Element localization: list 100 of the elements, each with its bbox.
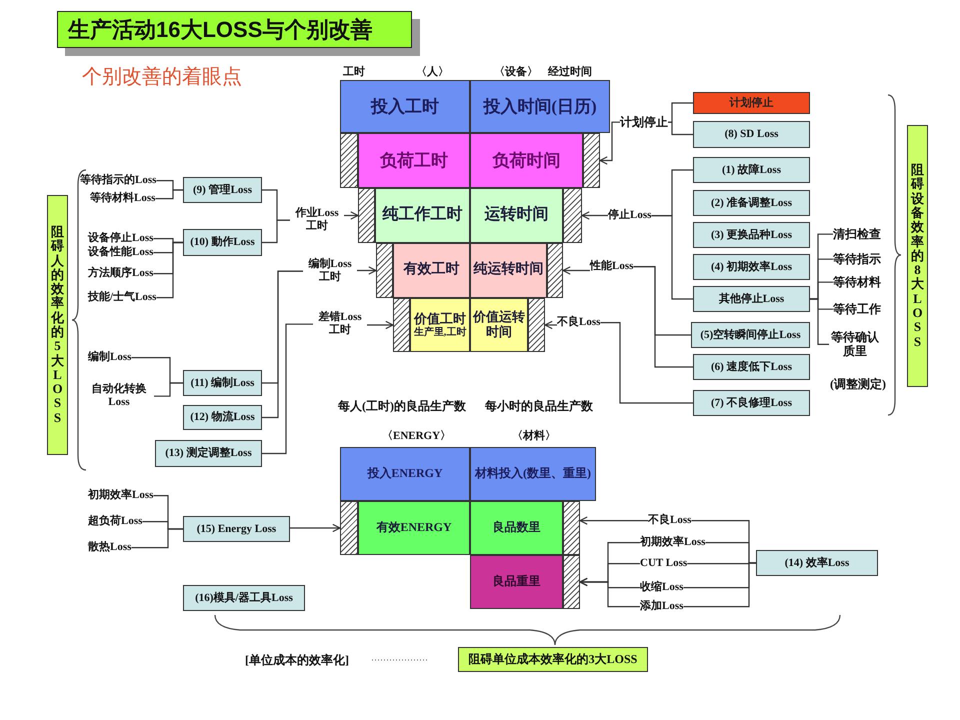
arrow [579, 516, 648, 525]
arrow [562, 266, 590, 275]
box-label: 有效ENERGY [376, 521, 452, 535]
result-block [470, 555, 563, 609]
loss-label: 设备性能Loss [88, 246, 154, 260]
arrow [599, 122, 620, 165]
box-label: 良品重里 [492, 575, 540, 589]
connector-line [600, 322, 693, 404]
loss-label: CUT Loss [640, 557, 688, 570]
loss-box [693, 254, 810, 280]
loss-box [693, 121, 810, 148]
hatched-loss-bar [376, 243, 393, 298]
loss-label: 停止Loss [608, 209, 652, 222]
box-label: (16)模具/器工具Loss [195, 592, 293, 604]
box-label: 良品数里 [492, 521, 540, 535]
box-label: 其他停止Loss [718, 292, 784, 306]
loss-box [693, 222, 810, 248]
box-label: 阻碍设备效率的8大LOSS [911, 163, 924, 349]
note-label: (调整测定) [830, 376, 886, 393]
hatched-loss-bar [563, 188, 582, 243]
box-label: 负荷工时 [380, 150, 448, 170]
box-label: (6) 速度低下Loss [711, 360, 792, 374]
connector-line [668, 122, 693, 136]
column-header: 〈设备〉 [494, 65, 538, 79]
loss-box [183, 177, 262, 203]
arrow [544, 320, 557, 330]
loss-label: 自动化转换 Loss [84, 383, 154, 410]
loss-box [183, 229, 262, 256]
loss-label: 等待确认质里 [829, 330, 881, 359]
loss-box [756, 550, 878, 576]
column-header: 〈人〉 [416, 65, 449, 79]
subtitle: 个别改善的着眼点 [82, 65, 242, 90]
box-label: (10) 動作Loss [190, 236, 255, 249]
loss-box [183, 516, 290, 542]
time-block [470, 298, 528, 352]
loss-box [693, 157, 810, 183]
column-header: 经过时间 [548, 64, 592, 79]
box-label: (11) 编制Loss [190, 376, 254, 390]
category-box [47, 195, 68, 455]
loss-label: 等待材料 [833, 275, 881, 290]
time-block [410, 298, 470, 352]
arrow [344, 211, 359, 220]
loss-label: 编制Loss 工时 [303, 258, 357, 284]
loss-label: 设备停止Loss [88, 232, 154, 246]
column-header: 〈材料〉 [512, 428, 556, 443]
connector-line [154, 382, 183, 397]
loss-label: 技能/士气Loss [88, 291, 156, 304]
loss-label: 差错Loss 工时 [313, 311, 367, 338]
category-box [907, 125, 928, 387]
box-label: (15) Energy Loss [196, 522, 276, 536]
connector-line [155, 189, 183, 200]
arrow [579, 578, 640, 608]
hatched-loss-bar [563, 555, 580, 609]
hatched-loss-bar [340, 133, 358, 188]
note-label: [单位成本的效率化] [245, 652, 349, 669]
box-label: (1) 故障Loss [722, 164, 781, 176]
loss-label: 作业Loss 工时 [290, 207, 344, 234]
box-label: 纯工作工时 [382, 206, 462, 225]
caption-label: 每人(工时)的良品生产数 [338, 398, 466, 415]
box-label: 有效工时 [404, 262, 460, 279]
loss-label: 不良Loss [557, 316, 600, 330]
loss-label: 超负荷Loss [88, 515, 142, 528]
loss-label: 等待指示的Loss [80, 174, 156, 188]
box-label: 计划停止 [730, 96, 774, 110]
loss-label: 计划停止 [620, 115, 668, 130]
loss-label: 性能Loss [590, 260, 634, 274]
hatched-loss-bar [528, 298, 545, 352]
result-block [470, 501, 563, 555]
loss-label: 散热Loss [88, 541, 132, 554]
loss-box [155, 440, 262, 467]
arrow [367, 320, 394, 330]
arrow [581, 211, 608, 220]
loss-box [693, 92, 810, 114]
connector-line [810, 298, 829, 345]
connector-line [651, 215, 693, 300]
box-label: (12) 物流Loss [190, 411, 255, 424]
time-block [470, 188, 563, 243]
box-label: 价值工时 [414, 312, 466, 326]
loss-label: 初期效率Loss [88, 489, 154, 502]
loss-label: 方法顺序Loss [88, 267, 154, 280]
loss-box [183, 585, 305, 611]
box-label: (3) 更换品种Loss [711, 228, 792, 242]
loss-label: 等待工作 [833, 302, 881, 316]
connector-line [683, 562, 756, 608]
time-block [358, 133, 470, 188]
loss-label: 收缩Loss [640, 581, 684, 594]
loss-label: 等待材料Loss [90, 192, 156, 206]
box-label: (4) 初期效率Loss [711, 260, 792, 274]
hatched-loss-bar [563, 501, 580, 555]
caption-label: 每小时的良品生产数 [485, 398, 593, 415]
hatched-loss-bar [547, 243, 563, 298]
box-label: 阻碍人的效率化的5大LOSS [51, 224, 64, 426]
box-label: (8) SD Loss [724, 128, 778, 141]
box-label: 生产里,工时 [414, 326, 466, 338]
connector-line [262, 324, 313, 454]
connector-line [262, 220, 290, 244]
hatched-loss-bar [583, 133, 600, 188]
loss-box [183, 370, 262, 396]
result-block [358, 501, 470, 555]
column-header: 〈ENERGY〉 [382, 429, 452, 443]
